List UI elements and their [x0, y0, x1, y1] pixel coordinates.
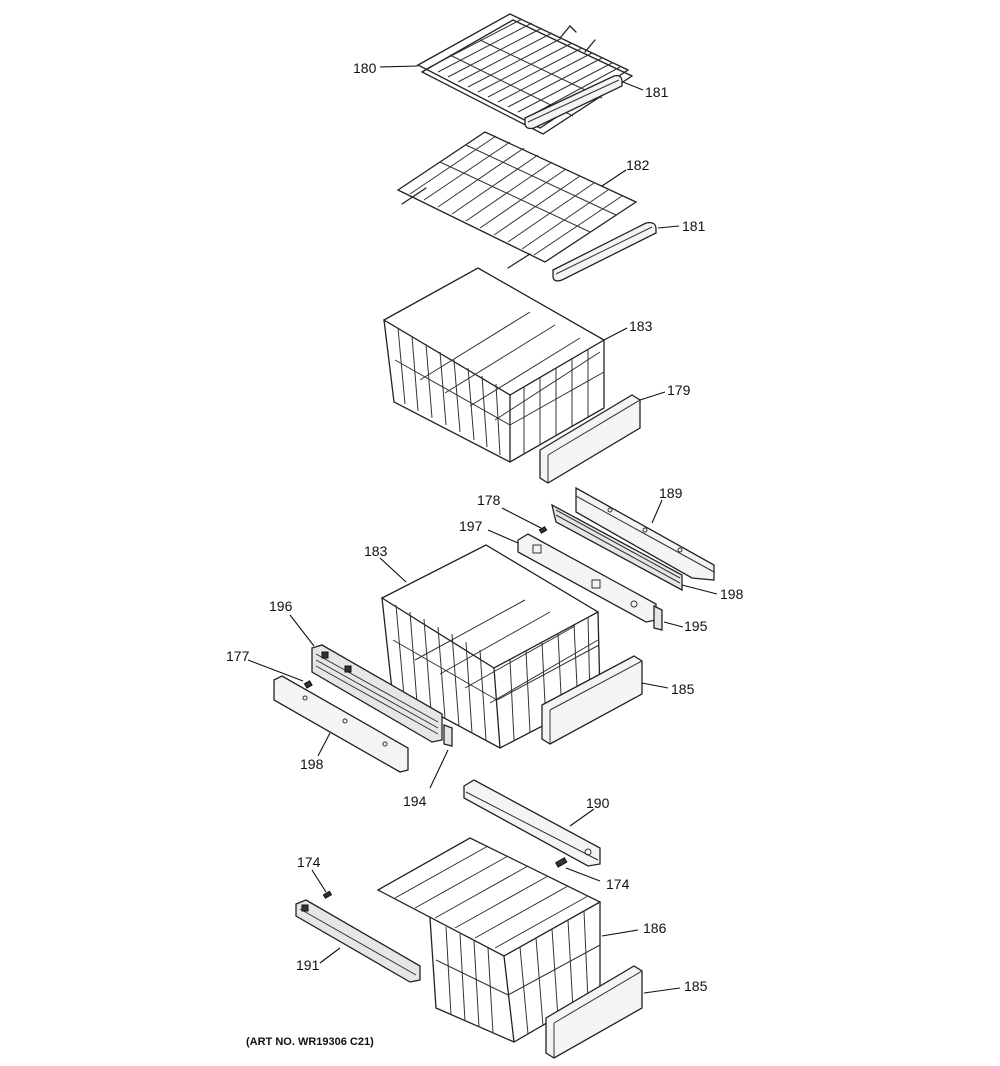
label-185-bottom: 185: [684, 978, 708, 994]
label-180: 180: [353, 60, 377, 76]
label-181-top: 181: [645, 84, 669, 100]
label-174-right: 174: [606, 876, 630, 892]
leader-lines: [247, 65, 718, 994]
label-183-middle: 183: [364, 543, 388, 559]
label-174-left: 174: [297, 854, 321, 870]
slide-assembly-right: [517, 486, 715, 631]
label-185-middle: 185: [671, 681, 695, 697]
drawer-front-179: [539, 394, 641, 484]
label-177: 177: [226, 648, 250, 664]
drawer-front-185-middle: [541, 655, 643, 745]
shelf-trim-181-top: [524, 74, 623, 130]
wire-shelf-182: [396, 131, 638, 269]
part-number-labels: 180 181 182 181 183 179 178 189 197 183 …: [226, 60, 744, 994]
label-182: 182: [626, 157, 650, 173]
drawer-front-185-bottom: [545, 965, 643, 1059]
label-196: 196: [269, 598, 293, 614]
wire-shelf-180: [416, 13, 634, 135]
slide-assembly-left: [273, 644, 453, 773]
art-number: (ART NO. WR19306 C21): [246, 1036, 374, 1048]
label-181-lower: 181: [682, 218, 706, 234]
label-195: 195: [684, 618, 708, 634]
shelf-trim-181-lower: [552, 221, 657, 282]
label-183-upper: 183: [629, 318, 653, 334]
label-186: 186: [643, 920, 667, 936]
rail-190: [463, 779, 601, 868]
label-178: 178: [477, 492, 501, 508]
wire-basket-186: [376, 837, 602, 1043]
label-189: 189: [659, 485, 683, 501]
label-190: 190: [586, 795, 610, 811]
label-198-right: 198: [720, 586, 744, 602]
label-197: 197: [459, 518, 483, 534]
label-198-left: 198: [300, 756, 324, 772]
rail-191: [295, 890, 421, 983]
label-194: 194: [403, 793, 427, 809]
label-179: 179: [667, 382, 691, 398]
label-191: 191: [296, 957, 320, 973]
